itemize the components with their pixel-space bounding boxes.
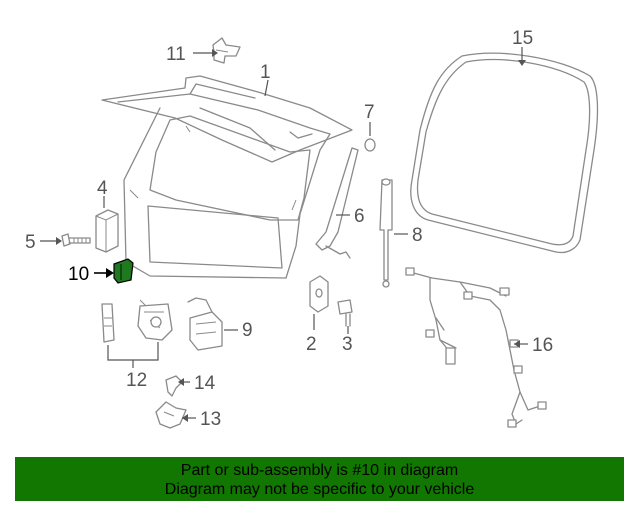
info-banner: Part or sub-assembly is #10 in diagram D… xyxy=(15,457,624,501)
part-15-weatherstrip[interactable] xyxy=(410,52,599,254)
part-10-highlighted[interactable] xyxy=(113,258,134,284)
part-8-gas-strut[interactable] xyxy=(379,178,393,288)
banner-line-2: Diagram may not be specific to your vehi… xyxy=(164,481,475,498)
callout-5: 5 xyxy=(25,232,36,253)
part-13-bracket[interactable] xyxy=(155,401,187,429)
callout-3: 3 xyxy=(342,334,353,355)
callout-9: 9 xyxy=(242,320,253,341)
parts-diagram: 11 1 7 6 8 15 xyxy=(25,28,599,430)
part-7-pin[interactable] xyxy=(364,138,376,152)
part-12-latch-assembly[interactable] xyxy=(101,299,173,343)
callout-6: 6 xyxy=(354,206,365,227)
callout-14: 14 xyxy=(194,373,216,394)
part-1-liftgate-glass[interactable] xyxy=(101,75,353,163)
part-4-module[interactable] xyxy=(95,209,119,253)
callout-1: 1 xyxy=(260,62,271,83)
part-6-strip[interactable] xyxy=(315,147,359,259)
callout-13: 13 xyxy=(200,409,221,430)
callout-4: 4 xyxy=(97,178,108,199)
part-16-wiring-harness[interactable] xyxy=(405,267,547,428)
liftgate-body xyxy=(123,107,331,279)
callout-11: 11 xyxy=(166,44,186,65)
part-14-clip[interactable] xyxy=(165,375,183,397)
callout-2: 2 xyxy=(306,334,317,355)
callout-7: 7 xyxy=(364,102,375,123)
part-3-screw[interactable] xyxy=(337,299,353,327)
part-2-striker[interactable] xyxy=(309,275,329,313)
part-9-lock-actuator[interactable] xyxy=(187,297,223,351)
callout-8: 8 xyxy=(412,225,423,246)
part-11-bracket[interactable] xyxy=(212,37,241,64)
callout-10: 10 xyxy=(68,264,89,285)
callout-12: 12 xyxy=(126,370,147,391)
callout-15: 15 xyxy=(512,28,533,49)
banner-line-1: Part or sub-assembly is #10 in diagram xyxy=(180,462,459,479)
part-5-bolt[interactable] xyxy=(61,233,91,247)
callout-16: 16 xyxy=(532,335,553,356)
